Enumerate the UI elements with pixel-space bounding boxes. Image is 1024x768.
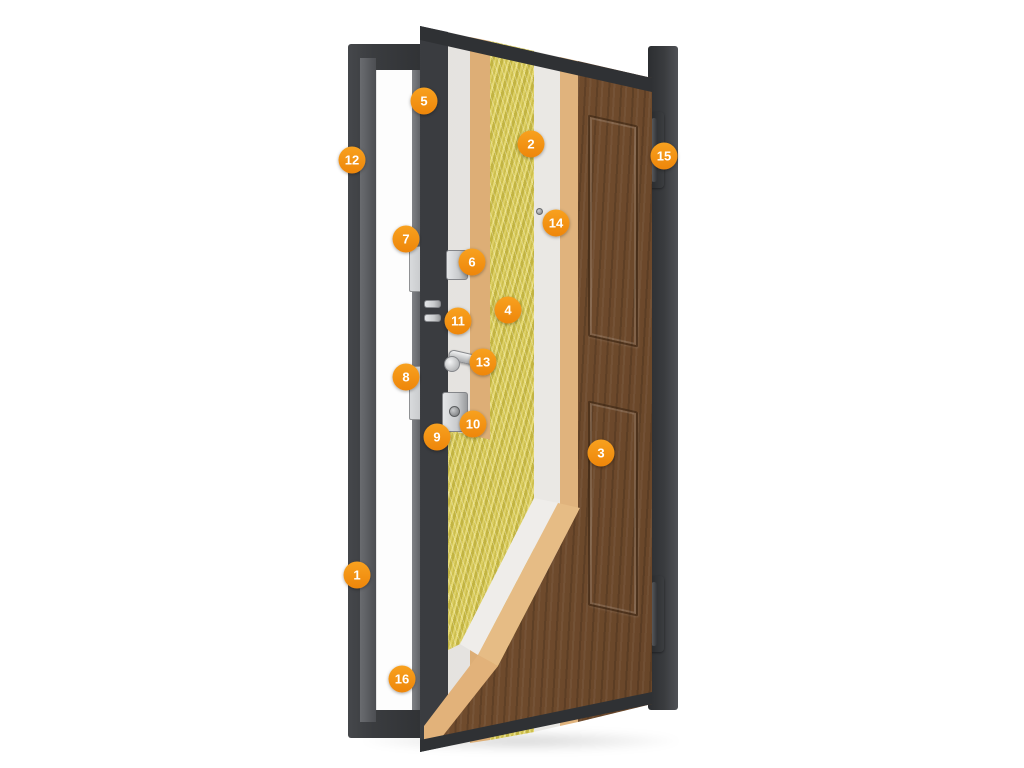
callout-marker-2[interactable]: 2 xyxy=(517,130,545,158)
door-frame-left-bevel xyxy=(360,58,376,722)
callout-marker-11[interactable]: 11 xyxy=(444,307,472,335)
callout-marker-16[interactable]: 16 xyxy=(388,665,416,693)
callout-marker-5[interactable]: 5 xyxy=(410,87,438,115)
callout-marker-6[interactable]: 6 xyxy=(458,248,486,276)
callout-marker-9[interactable]: 9 xyxy=(423,423,451,451)
handle-rose xyxy=(444,356,460,372)
wood-molding-lower xyxy=(588,400,638,617)
callout-marker-7[interactable]: 7 xyxy=(392,225,420,253)
callout-marker-3[interactable]: 3 xyxy=(587,439,615,467)
deadbolt-pin-2 xyxy=(424,314,441,322)
callout-marker-4[interactable]: 4 xyxy=(494,296,522,324)
lock-cylinder xyxy=(449,406,460,417)
deadbolt-pin-1 xyxy=(424,300,441,308)
callout-marker-1[interactable]: 1 xyxy=(343,561,371,589)
callout-marker-12[interactable]: 12 xyxy=(338,146,366,174)
wood-molding-upper xyxy=(588,114,638,348)
callout-marker-13[interactable]: 13 xyxy=(469,348,497,376)
callout-marker-10[interactable]: 10 xyxy=(459,410,487,438)
panel-screw xyxy=(536,208,543,215)
callout-marker-8[interactable]: 8 xyxy=(392,363,420,391)
callout-marker-14[interactable]: 14 xyxy=(542,209,570,237)
callout-marker-15[interactable]: 15 xyxy=(650,142,678,170)
